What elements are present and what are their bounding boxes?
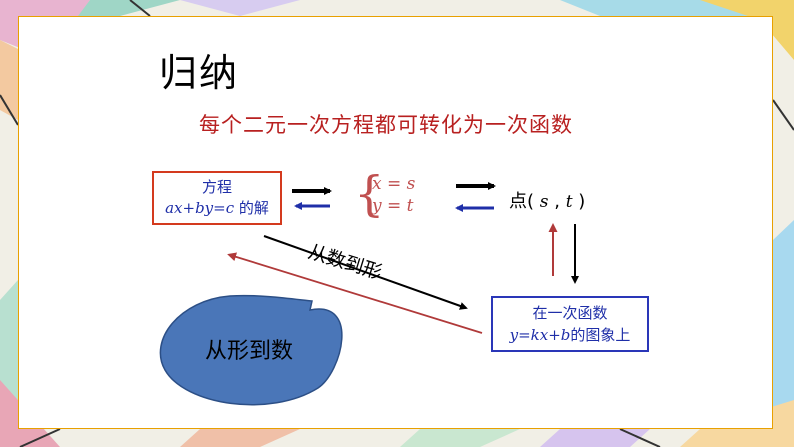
slide-frame bbox=[18, 16, 773, 429]
blob-shape bbox=[159, 294, 343, 406]
system-row-2: y = t bbox=[372, 196, 414, 216]
page-title: 归纳 bbox=[159, 51, 240, 95]
point-sep: , bbox=[554, 191, 560, 212]
equation-box-line2: ax+by=c 的解 bbox=[154, 198, 280, 219]
equation-expression: ax+by=c bbox=[165, 199, 235, 217]
point-suffix: ) bbox=[578, 191, 586, 212]
function-expression: y=kx+b bbox=[509, 326, 571, 344]
point-t: t bbox=[565, 192, 573, 212]
brace-symbol: { bbox=[354, 166, 385, 222]
shape-to-number-label: 从形到数 bbox=[205, 339, 294, 364]
function-box: 在一次函数 y=kx+b的图象上 bbox=[491, 296, 649, 352]
point-label: 点( s , t ) bbox=[509, 187, 585, 213]
equation-system: x = s y = t bbox=[372, 173, 415, 217]
arrow-diag-up bbox=[227, 252, 483, 334]
equation-tail: 的解 bbox=[234, 199, 269, 217]
function-tail: 的图象上 bbox=[570, 326, 631, 344]
point-s: s bbox=[539, 192, 549, 212]
function-box-line2: y=kx+b的图象上 bbox=[493, 324, 647, 346]
arrow-diag-down bbox=[263, 235, 468, 310]
subtitle: 每个二元一次方程都可转化为一次函数 bbox=[199, 113, 573, 137]
equation-box: 方程 ax+by=c 的解 bbox=[152, 171, 282, 225]
system-row-1: x = s bbox=[372, 174, 416, 194]
function-box-label: 在一次函数 bbox=[532, 304, 608, 322]
equation-box-label: 方程 bbox=[201, 178, 232, 196]
point-prefix: 点( bbox=[509, 191, 535, 212]
